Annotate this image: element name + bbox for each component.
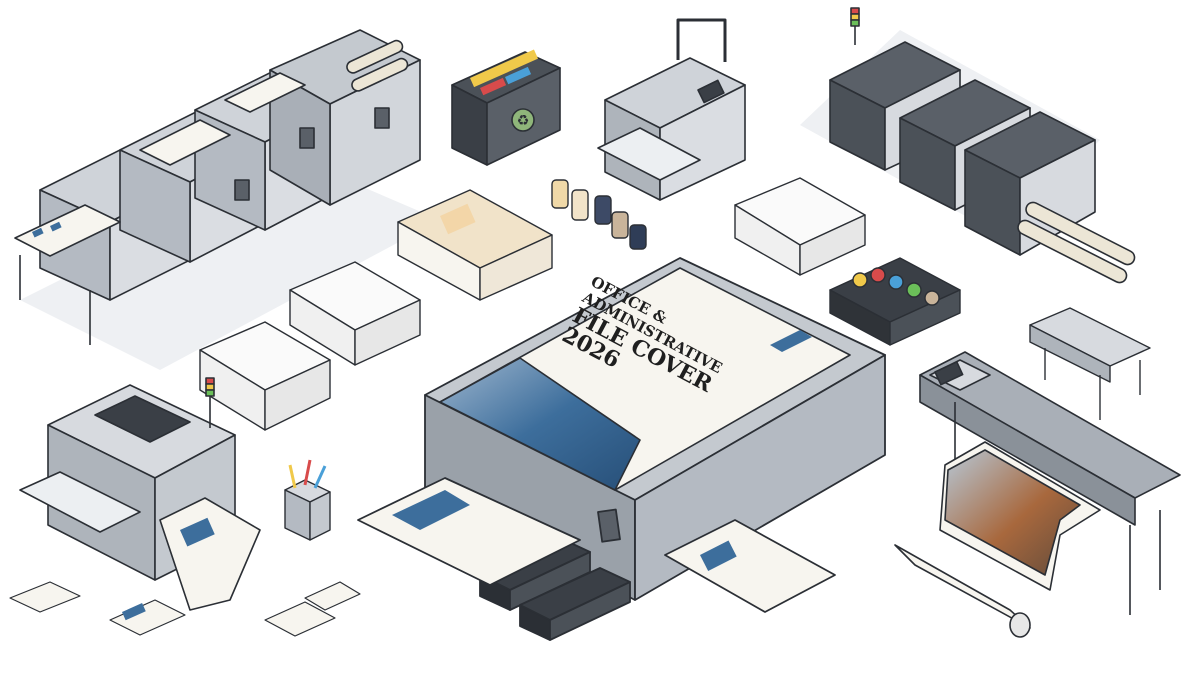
pencil-cup-icon bbox=[284, 459, 331, 541]
svg-text:♻: ♻ bbox=[517, 113, 530, 129]
ink-cartridge-bin: ♻ bbox=[451, 49, 561, 166]
small-plotter bbox=[1029, 307, 1151, 420]
laminator-machine bbox=[597, 18, 746, 201]
ink-bottle-icon bbox=[551, 179, 647, 250]
file-cover-sheet: OFFICE & ADMINISTRATIVE FILE COVER 2026 bbox=[439, 267, 851, 491]
ink-tray-box bbox=[829, 257, 961, 346]
web-press bbox=[800, 7, 1136, 284]
paper-stacks bbox=[199, 177, 866, 431]
wide-format-plotter bbox=[894, 351, 1181, 638]
status-light-icon bbox=[850, 7, 860, 45]
ink-bottles bbox=[551, 179, 647, 250]
offset-press-line bbox=[14, 29, 440, 370]
desktop-printer bbox=[19, 377, 261, 611]
recycle-icon: ♻ bbox=[511, 108, 535, 132]
status-light-icon bbox=[205, 377, 215, 428]
business-cards bbox=[9, 581, 361, 637]
